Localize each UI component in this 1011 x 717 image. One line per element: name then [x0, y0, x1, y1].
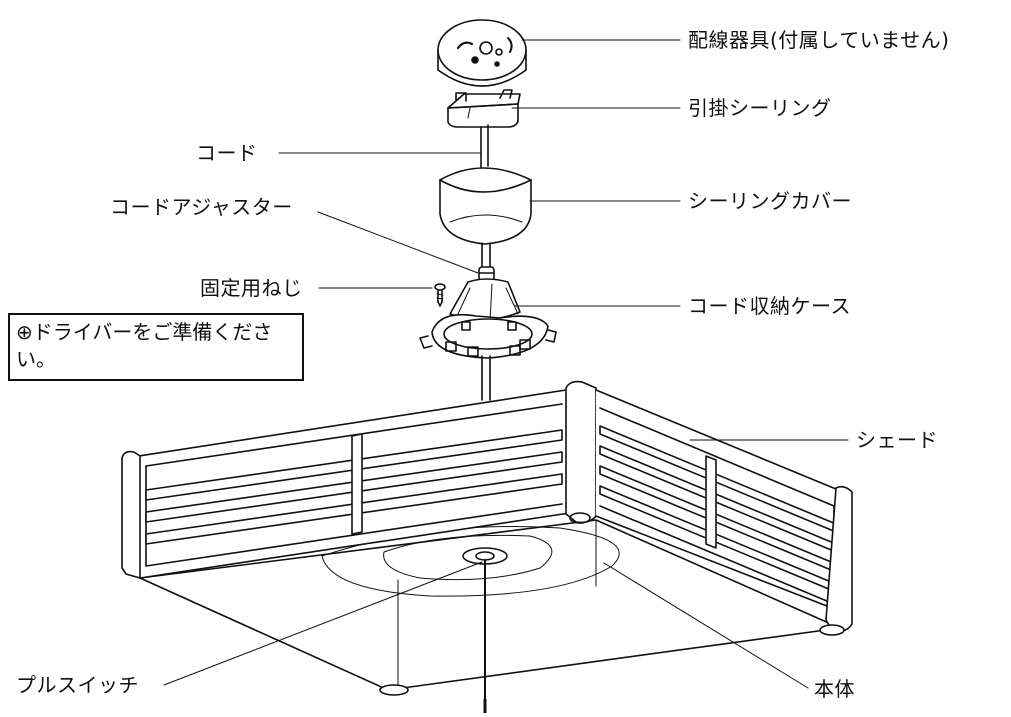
- label-wiring-device: 配線器具(付属していません): [688, 28, 950, 52]
- label-cord: コード: [196, 141, 258, 165]
- label-ceiling-cover: シーリングカバー: [688, 189, 852, 213]
- cord-lower: [481, 355, 491, 401]
- leader-lines: [163, 39, 849, 689]
- label-body: 本体: [814, 677, 855, 701]
- wiring-device-part: [437, 19, 527, 87]
- label-shade: シェード: [856, 428, 938, 452]
- hook-ceiling-part: [447, 89, 521, 128]
- label-hook-ceiling: 引掛シーリング: [688, 96, 832, 120]
- label-pull-switch: プルスイッチ: [16, 673, 139, 697]
- cord-middle: [481, 242, 491, 269]
- label-fixing-screw: 固定用ねじ: [200, 276, 303, 300]
- cord-upper: [480, 124, 489, 169]
- cord-storage-case-part: [419, 278, 557, 359]
- ceiling-cover-part: [439, 167, 532, 245]
- label-cord-storage-case: コード収納ケース: [688, 294, 851, 318]
- label-cord-adjuster: コードアジャスター: [110, 195, 293, 219]
- screwdriver-note-box: ⊕ドライバーをご準備ください。: [8, 313, 304, 381]
- lamp-body-part: [121, 380, 853, 696]
- screwdriver-note-text: ⊕ドライバーをご準備ください。: [16, 320, 273, 371]
- fixing-screw-part: [434, 283, 446, 307]
